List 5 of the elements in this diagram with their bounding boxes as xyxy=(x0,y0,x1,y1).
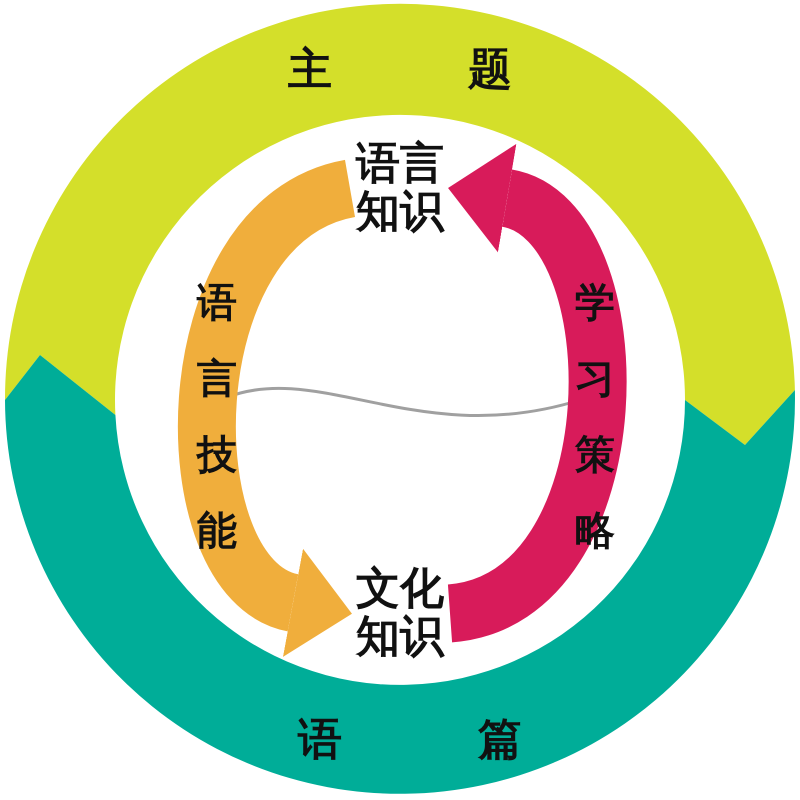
band-title: 主题 xyxy=(288,48,648,92)
concept-label: 文化知识 xyxy=(350,565,450,662)
concept-label: 语言知识 xyxy=(350,140,450,237)
band-title: 语篇 xyxy=(298,718,658,762)
edge-label: 语言技能 xyxy=(196,279,238,556)
